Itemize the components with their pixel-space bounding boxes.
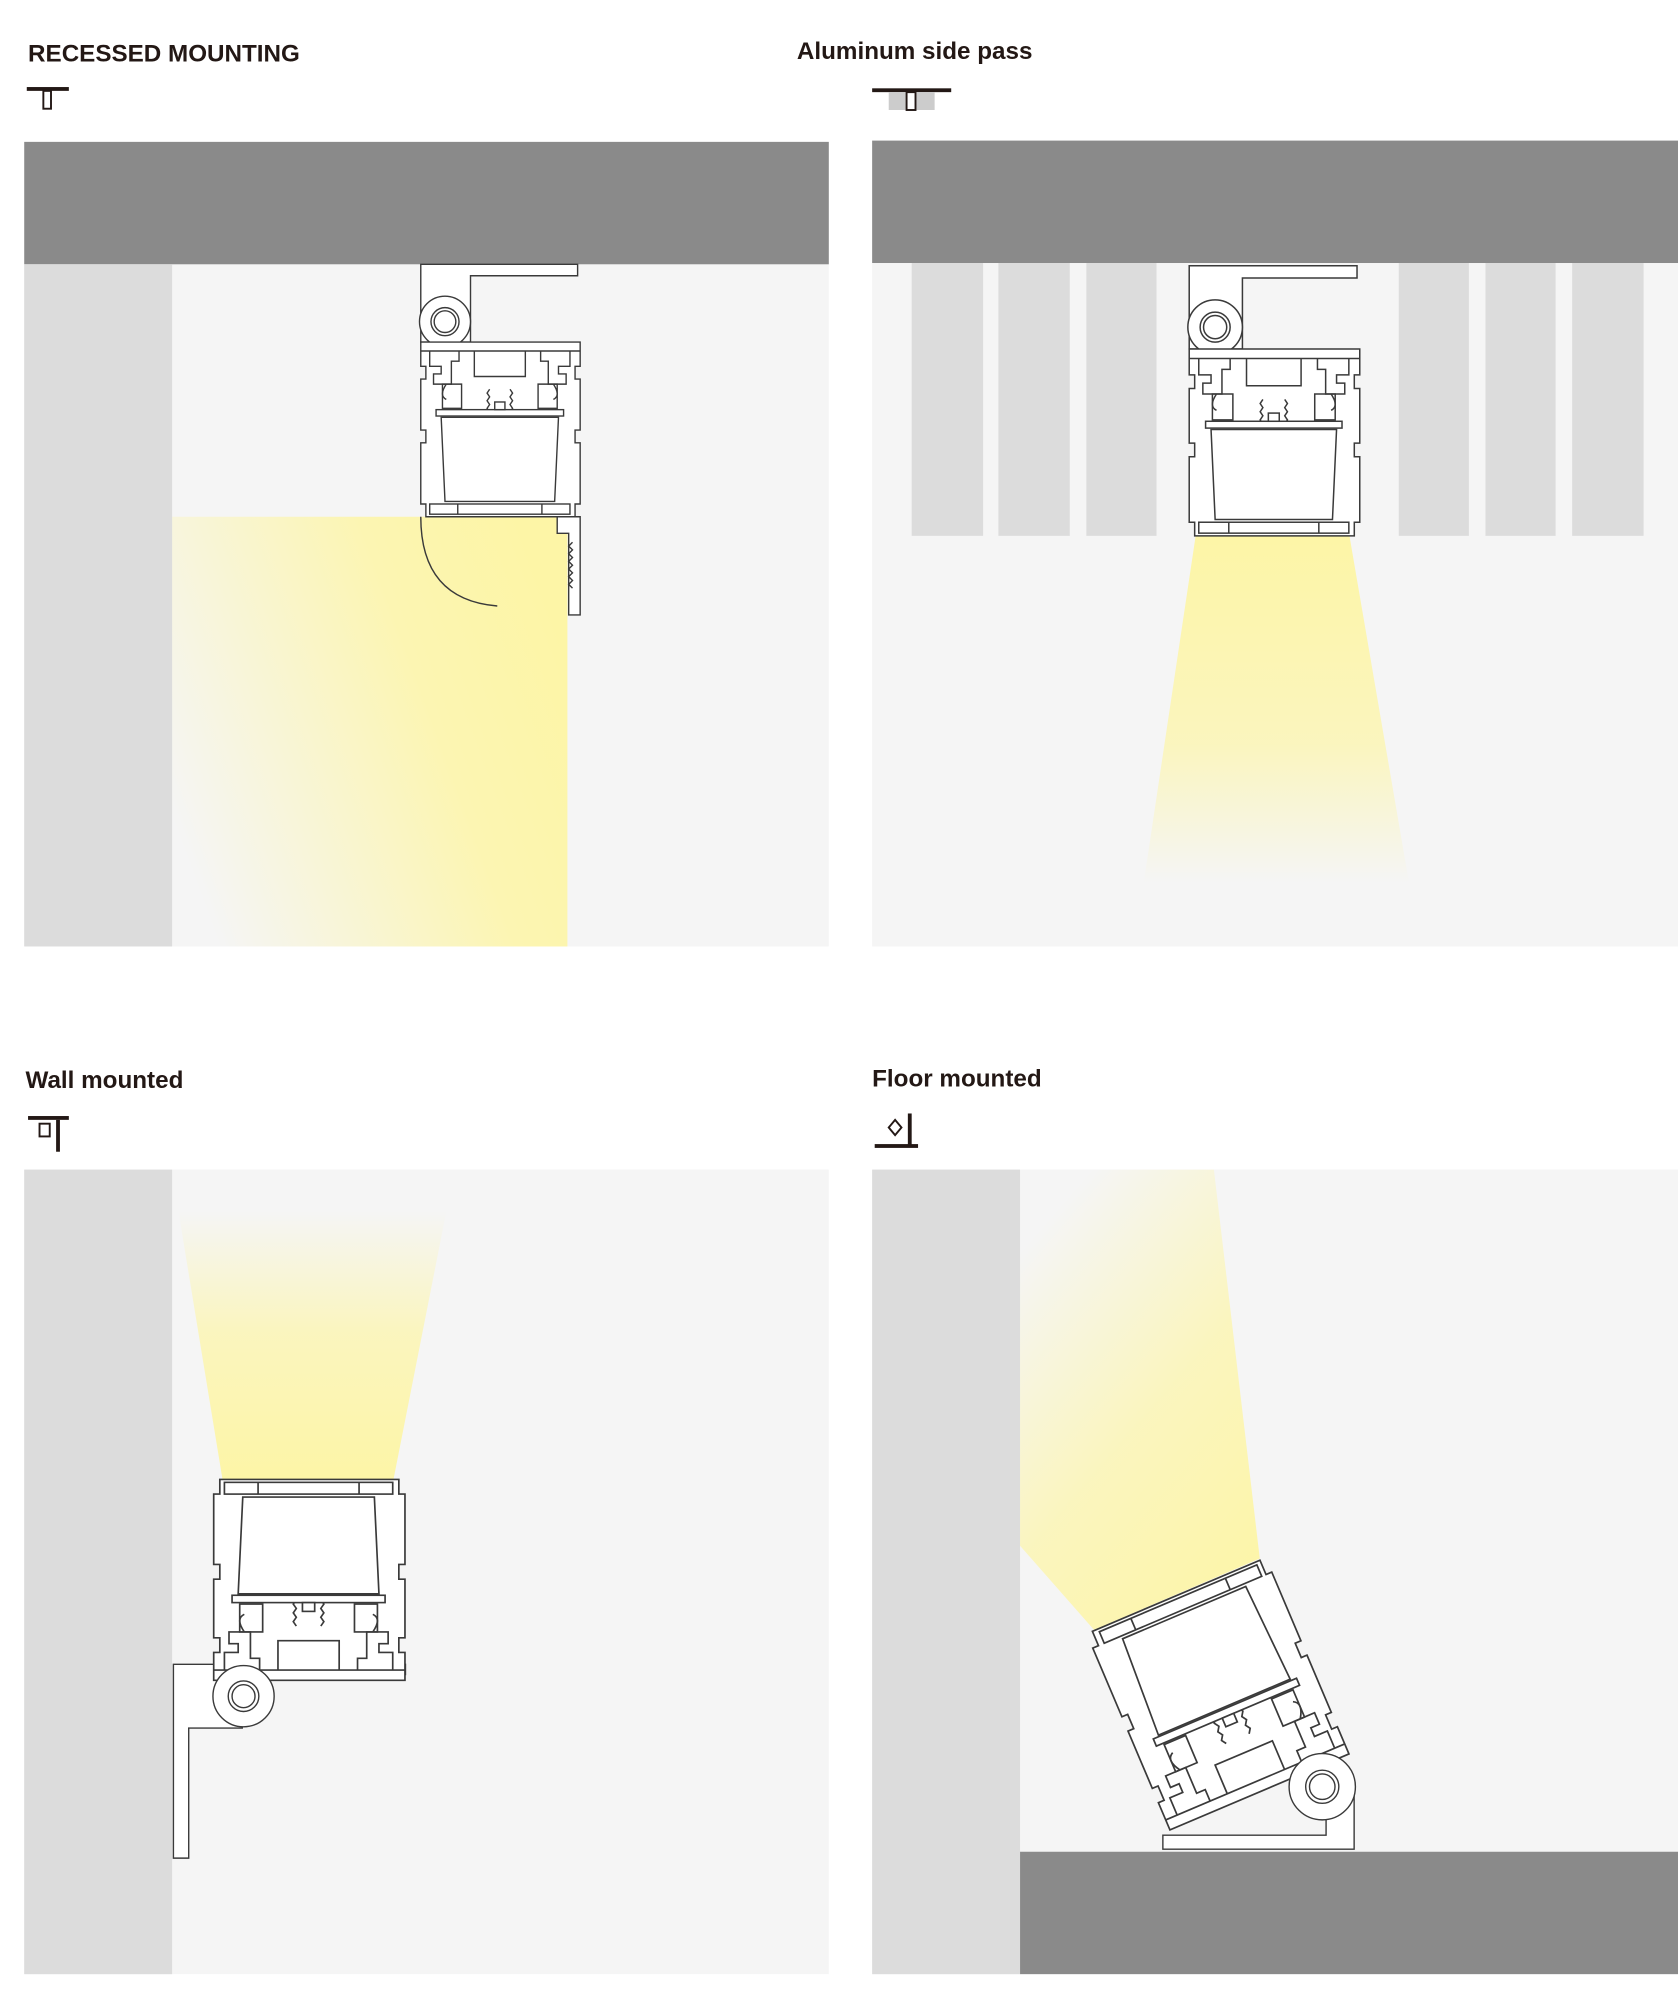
light-beam — [178, 1211, 447, 1484]
side-pass-mount-icon — [872, 88, 952, 111]
panel-title-wall: Wall mounted — [26, 1067, 184, 1094]
panel-recessed — [24, 141, 829, 947]
light-beam — [172, 516, 568, 947]
ceiling — [24, 141, 829, 265]
panel-title-recessed: RECESSED MOUNTING — [28, 41, 300, 68]
ceiling — [872, 140, 1678, 264]
light-beam — [1143, 533, 1409, 883]
aluminum-bars — [911, 263, 1644, 536]
panel-floor — [872, 1169, 1678, 1975]
panel-title-side-pass: Aluminum side pass — [797, 38, 1033, 65]
recessed-mount-icon — [26, 87, 69, 110]
floor-mount-icon — [874, 1113, 919, 1148]
wall — [24, 1169, 173, 1975]
panel-title-floor: Floor mounted — [872, 1066, 1042, 1093]
led-profile — [212, 1478, 406, 1682]
wall — [872, 1169, 1021, 1975]
panel-wall — [24, 1169, 829, 1975]
wall-mount-icon — [28, 1116, 69, 1152]
panel-side-pass — [872, 140, 1678, 947]
wall — [24, 264, 173, 947]
floor — [1020, 1851, 1678, 1975]
light-beam — [1020, 1169, 1260, 1630]
